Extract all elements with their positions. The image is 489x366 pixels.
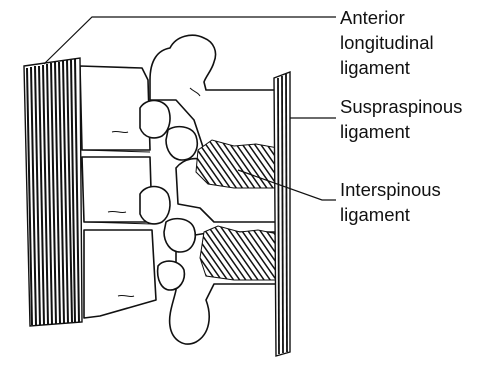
- vertebral-body-lower: [84, 230, 156, 318]
- anterior-ligament-band: [24, 58, 82, 326]
- interspinous-ligament-lower: [200, 226, 278, 280]
- disc-line-upper: [82, 150, 150, 157]
- supraspinous-ligament-band: [274, 72, 290, 356]
- label-anterior-line1: Anterior: [340, 7, 405, 28]
- facet-lower: [158, 261, 185, 290]
- facet-upper-2: [166, 127, 197, 160]
- labels: Anterior longitudinal ligament Suspraspi…: [340, 7, 462, 225]
- facet-upper: [140, 101, 170, 138]
- label-anterior-line3: ligament: [340, 57, 410, 78]
- label-supraspinous-line1: Suspraspinous: [340, 96, 462, 117]
- label-interspinous-line1: Interspinous: [340, 179, 441, 200]
- interspinous-ligament-upper: [196, 140, 278, 188]
- facet-middle: [140, 187, 170, 224]
- label-interspinous-line2: ligament: [340, 204, 410, 225]
- facet-middle-2: [164, 219, 195, 252]
- disc-line-lower: [84, 222, 152, 230]
- label-supraspinous-line2: ligament: [340, 121, 410, 142]
- label-anterior-line2: longitudinal: [340, 32, 434, 53]
